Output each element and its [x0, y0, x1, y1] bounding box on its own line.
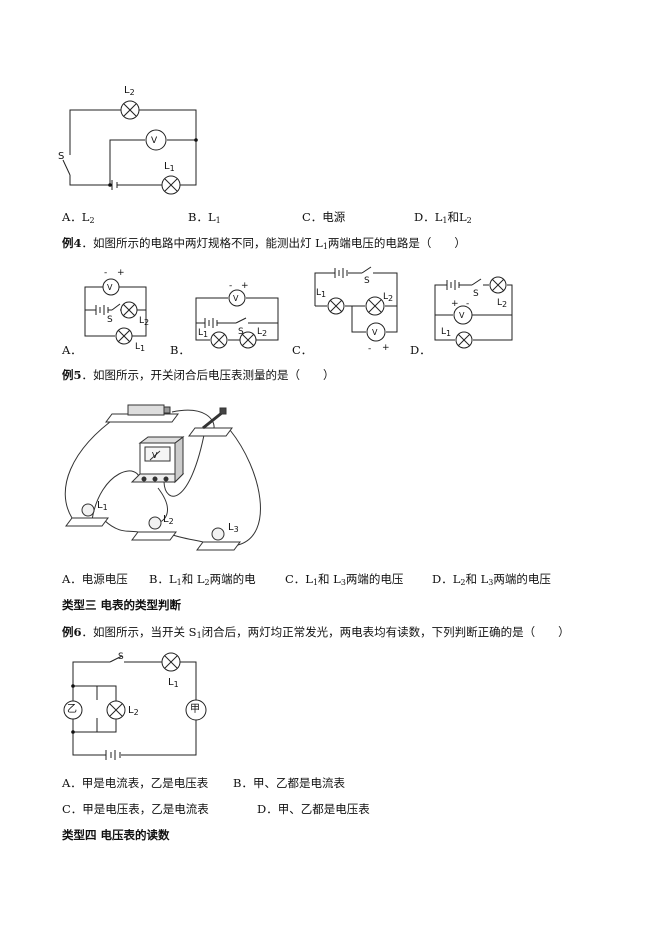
ex6-option-c[interactable]: C．甲是电压表，乙是电流表 — [62, 802, 209, 816]
q3-option-c[interactable]: C．电源 — [302, 210, 346, 224]
q3-label-l1: L1 — [164, 161, 175, 173]
ex5-option-b[interactable]: B．L1和 L2两端的电 — [149, 572, 256, 587]
ex5-l2-label: L2 — [163, 514, 174, 526]
ex4-option-c[interactable]: C． — [292, 343, 313, 357]
q3-option-d[interactable]: D．L1和L2 — [414, 210, 472, 225]
q3-option-a[interactable]: A．L2 — [62, 210, 95, 225]
ex4a-l2: L2 — [139, 316, 150, 327]
lamp-l2-symbol — [120, 100, 140, 120]
q3-label-v: V — [151, 136, 158, 146]
q3-label-l2: L2 — [124, 85, 135, 97]
lamp-base-l3 — [196, 541, 241, 551]
ex4c-voltmeter — [366, 322, 386, 342]
ex6-label-yi: 乙 — [67, 704, 77, 715]
ex4d-voltmeter — [453, 305, 473, 325]
ex5-l3-label: L3 — [228, 522, 239, 534]
lamp-base-l1 — [65, 517, 109, 527]
ex4b-l2: L2 — [257, 327, 268, 338]
ex5-option-d[interactable]: D．L2和 L3两端的电压 — [432, 572, 551, 587]
ex4c-minus: - — [368, 344, 372, 354]
ex4a-voltmeter — [102, 278, 120, 296]
ex6-label-jia: 甲 — [190, 704, 200, 715]
ex4-option-d[interactable]: D． — [410, 343, 431, 357]
ex4d-l2: L2 — [497, 298, 508, 309]
ex5-v-label: V — [152, 451, 158, 460]
ex4c-l2: L2 — [383, 292, 394, 303]
ex4-option-b[interactable]: B． — [170, 343, 190, 357]
q3-label-s: S — [58, 151, 65, 162]
ex4b-voltmeter — [228, 289, 246, 307]
knife-switch — [188, 407, 233, 437]
ex5-option-c[interactable]: C．L1和 L3两端的电压 — [285, 572, 404, 587]
ex6-option-d[interactable]: D．甲、乙都是电压表 — [257, 802, 370, 816]
bulb-l2 — [148, 516, 162, 530]
ex4a-v: V — [107, 283, 113, 292]
ex6-question: 例6．如图所示，当开关 S1闭合后，两灯均正常发光，两电表均有读数，下列判断正确… — [62, 625, 570, 640]
ex4d-l1: L1 — [441, 327, 452, 338]
ex4c-plus: + — [382, 343, 390, 353]
ex4b-v: V — [233, 294, 239, 303]
battery-holder — [105, 404, 179, 423]
q3-option-b[interactable]: B．L1 — [188, 210, 221, 225]
ex4c-l1: L1 — [316, 288, 327, 299]
ex5-option-a[interactable]: A．电源电压 — [62, 572, 128, 586]
voltmeter-device — [130, 436, 185, 484]
ex4b-plus: + — [241, 281, 249, 291]
ex4a-l1: L1 — [135, 342, 146, 353]
ex6-label-s: S — [118, 652, 124, 662]
ex4a-s: S — [107, 315, 113, 325]
ex4d-v: V — [459, 311, 465, 320]
ex4-question: 例4．如图所示的电路中两灯规格不同，能测出灯 L1两端电压的电路是（ ） — [62, 236, 466, 251]
ex4b-s: S — [238, 327, 244, 337]
lamp-base-l2 — [131, 531, 177, 541]
ex4d-minus: - — [466, 299, 470, 309]
ex4a-plus: + — [117, 268, 125, 278]
voltmeter-symbol — [145, 129, 167, 151]
ex6-label-l2: L2 — [128, 705, 139, 717]
ex4a-minus: - — [104, 268, 108, 278]
ex6-option-b[interactable]: B．甲、乙都是电流表 — [233, 776, 345, 790]
ex4c-v: V — [372, 328, 378, 337]
ex5-l1-label: L1 — [97, 500, 108, 512]
ex4-option-a[interactable]: A． — [62, 343, 82, 357]
ex6-meter-jia — [185, 699, 207, 721]
ex4d-plus: + — [451, 299, 459, 309]
ex4d-s: S — [473, 289, 479, 299]
ex5-question: 例5．如图所示，开关闭合后电压表测量的是（ ） — [62, 368, 335, 382]
type4-heading: 类型四 电压表的读数 — [62, 828, 170, 842]
lamp-l1-symbol — [161, 175, 181, 195]
ex6-label-l1: L1 — [168, 677, 179, 689]
type3-heading: 类型三 电表的类型判断 — [62, 598, 182, 612]
bulb-l1 — [81, 503, 95, 517]
ex4b-minus: - — [229, 281, 233, 291]
bulb-l3 — [211, 527, 225, 541]
ex6-option-a[interactable]: A．甲是电流表，乙是电压表 — [62, 776, 209, 790]
ex4b-l1: L1 — [198, 328, 209, 339]
ex4c-s: S — [364, 276, 370, 286]
